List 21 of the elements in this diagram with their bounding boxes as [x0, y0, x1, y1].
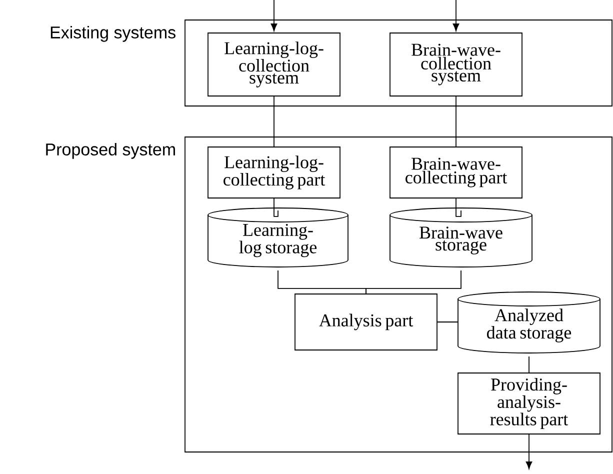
node-label: Learning-log storage: [239, 224, 317, 258]
storage-cylinder: Analyzed data storage: [458, 292, 600, 354]
process-box: Brain-wave-collecting part: [390, 146, 522, 198]
connector: [452, 0, 460, 32]
process-box: Providing-analysis-results part: [458, 372, 600, 434]
connector: [366, 270, 462, 294]
node-label: Existing systems: [50, 26, 176, 42]
connector: [456, 198, 462, 217]
process-box: Analysis part: [294, 294, 438, 350]
storage-cylinder: Brain-wave storage: [390, 208, 532, 268]
node-label: Brain-wave storage: [420, 226, 502, 254]
storage-cylinder: Learning-log storage: [208, 208, 348, 268]
node-label: Analyzed data storage: [487, 308, 572, 342]
connector: [270, 0, 278, 32]
process-box: Learning-log-collecting part: [208, 146, 340, 198]
process-box: Learning-log-collection system: [208, 32, 340, 96]
process-box: Brain-wave-collection system: [390, 32, 522, 96]
connector: [526, 434, 532, 470]
connector: [274, 198, 278, 217]
node-label: Proposed system: [46, 143, 175, 159]
connector: [528, 356, 530, 373]
